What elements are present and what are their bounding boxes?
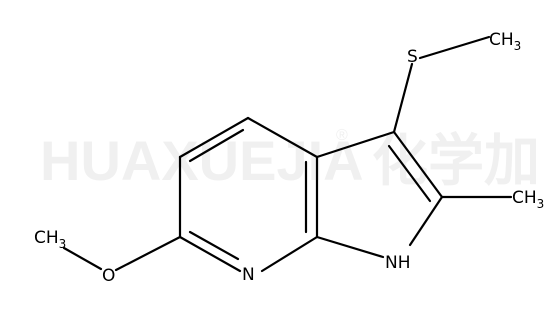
bond-c6-n7 <box>178 235 242 273</box>
label-c-methyl: CH3 <box>512 188 544 211</box>
atom-n-pyridine: N <box>242 265 255 285</box>
bond-c3a-c4 <box>246 116 319 159</box>
watermark-latin-text: HUAXUEJIA <box>40 129 364 192</box>
bond-c4-c5-double <box>188 128 245 163</box>
label-o-methyl-sub: 3 <box>59 237 67 251</box>
watermark-registered-mark: ® <box>336 127 348 144</box>
bond-c6-n7-double <box>188 230 240 261</box>
bond-c3a-c3 <box>315 130 396 159</box>
bond-c4-c5 <box>178 116 250 159</box>
label-c-methyl-main: CH <box>512 188 537 208</box>
bond-s-ch3 <box>418 35 491 60</box>
atom-labels: N NH O S CH3 CH3 CH3 <box>34 30 544 286</box>
bond-c6-o <box>114 235 182 272</box>
label-s-methyl-main: CH <box>489 30 514 50</box>
bond-n1-c7a <box>315 235 385 259</box>
label-s-methyl-sub: 3 <box>514 39 522 53</box>
label-s-methyl: CH3 <box>489 30 521 53</box>
bond-c2-n1 <box>408 195 444 247</box>
atom-oxygen: O <box>102 266 115 286</box>
bonds <box>62 35 513 273</box>
bond-c3-c2 <box>392 130 444 199</box>
label-o-methyl-main: CH <box>34 228 59 248</box>
bond-o-ch3 <box>62 246 103 271</box>
watermark-cjk-text: 化学加 <box>372 129 540 192</box>
bond-n7-c7a <box>260 235 319 273</box>
watermark: HUAXUEJIA ® 化学加 <box>40 127 540 192</box>
atom-nh: NH <box>385 253 411 273</box>
bond-c3-s <box>392 62 414 134</box>
bond-c3-c2-double <box>387 144 432 203</box>
atom-sulfur: S <box>407 47 418 67</box>
label-c-methyl-sub: 3 <box>537 197 545 211</box>
label-o-methyl: CH3 <box>34 228 66 251</box>
